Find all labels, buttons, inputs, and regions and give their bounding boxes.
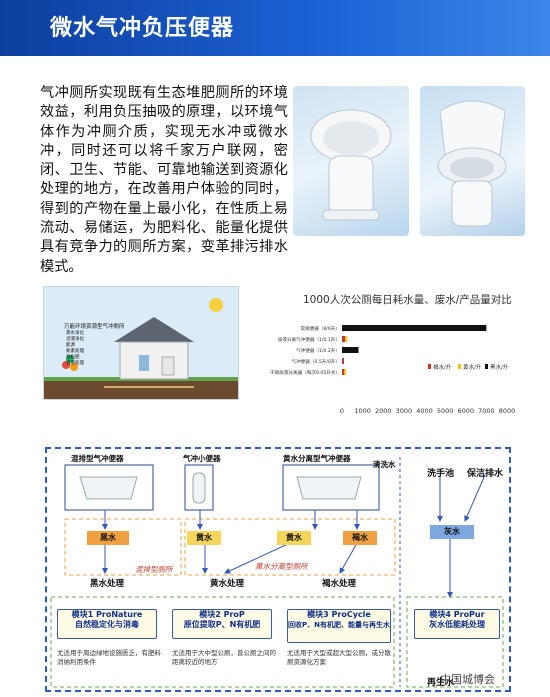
- illustration-item: 能源: [66, 343, 75, 348]
- x-tick-label: 5000: [437, 407, 454, 415]
- legend-label: 黑水/升: [490, 363, 509, 371]
- x-tick-label: 4000: [416, 407, 433, 415]
- page-title: 微水气冲负压便器: [50, 16, 235, 41]
- grey-water-box: 灰水: [430, 525, 474, 539]
- illustration-item: 粪水净化: [66, 331, 84, 336]
- module-4-title: 模块4 ProPur: [429, 610, 485, 619]
- module-2-subtitle: 原位提取P、N有机肥: [183, 620, 261, 629]
- mixed-toilet-label: 混排型厕所: [135, 565, 173, 574]
- bar-黑水/升: [342, 347, 359, 353]
- illustration-caption: 万能环境资源型气冲厕所: [64, 324, 125, 330]
- legend-label: 黄水/升: [463, 363, 482, 371]
- header-banner: 微水气冲负压便器: [0, 0, 550, 56]
- legend-label: 褐水/升: [433, 363, 452, 371]
- module-3-desc: 尤适用于大型或超大型公厕，或分散厕资源化方案: [287, 649, 391, 666]
- bar-黑水/升: [342, 325, 487, 331]
- cleaning-drain-label: 保洁排水: [467, 469, 504, 479]
- toilet-urinal-label: 气冲小便器: [183, 454, 221, 463]
- toilet-photo-open: [420, 86, 525, 236]
- x-tick-label: 8000: [499, 407, 516, 415]
- toilet-system-illustration: 万能环境资源型气冲厕所 粪水净化 沼液净化 能源 氮素处理 有机肥 沼渣处理: [43, 286, 239, 400]
- module-4-subtitle: 灰水低能耗处理: [429, 620, 485, 629]
- x-tick-label: 0: [340, 407, 344, 415]
- module-1-desc: 尤适用于周边绿地设施匮乏，有肥料消纳利用条件: [57, 649, 161, 666]
- brown-water-box: 褐水: [343, 531, 377, 545]
- bar-黄水/升: [344, 369, 346, 375]
- toilet-separate-label: 黄水分离型气冲便器: [283, 454, 351, 463]
- bar-褐水/升: [342, 369, 344, 375]
- intro-text: 气冲厕所实现既有生态堆肥厕所的环境效益，利用负压抽吸的原理，以环境气体作为冲厕介…: [40, 85, 288, 275]
- category-label: 常规便器（8/6升）: [300, 325, 340, 332]
- x-tick-label: 2000: [375, 407, 392, 415]
- clean-water-label: 清洗水: [373, 460, 396, 469]
- legend-swatch: [485, 364, 488, 369]
- bar-褐水/升: [342, 358, 344, 364]
- legend-swatch: [428, 364, 431, 369]
- chart-title: 1000人次公厕每日耗水量、废水/产品量对比: [303, 294, 512, 306]
- x-tick-label: 3000: [396, 407, 413, 415]
- module-3-title: 模块3 ProCycle: [307, 610, 371, 619]
- x-tick-label: 6000: [457, 407, 474, 415]
- category-label: 干厕尿液分离器（每次0.05升水）: [270, 369, 340, 376]
- module-2-desc: 尤适用于大中型公厕，普公厕之间的距离较近的地方: [172, 649, 276, 666]
- module-1-subtitle: 自然稳定化与消毒: [75, 620, 139, 629]
- toilet-photo-closed: [293, 86, 409, 236]
- washbasin-label: 洗手池: [427, 469, 455, 479]
- module-1-title: 模块1 ProNature: [71, 610, 143, 619]
- legend-swatch: [458, 364, 461, 369]
- process-flow-diagram: 混排型气冲便器 气冲小便器 黄水分离型气冲便器 清洗水 洗手池 保洁排水 黑水 …: [45, 447, 511, 692]
- module-3-box: 模块3 ProCycle 回收P、N有机肥、能量与再生水: [287, 609, 391, 643]
- category-label: 气冲便器（1/0.2升）: [296, 347, 340, 354]
- bar-褐水/升: [342, 336, 346, 342]
- watermark: 中国城博会: [440, 673, 495, 686]
- reuse-water-label: 再生水: [427, 678, 455, 688]
- module-4-box: 模块4 ProPur 灰水低能耗处理: [414, 609, 500, 639]
- black-water-box: 黑水: [87, 531, 129, 545]
- x-tick-label: 7000: [478, 407, 495, 415]
- module-2-box: 模块2 ProP 原位提取P、N有机肥: [172, 609, 272, 639]
- module-3-subtitle: 回收P、N有机肥、能量与再生水: [288, 621, 390, 629]
- brown-water-treatment: 褐水处理: [321, 579, 356, 589]
- module-1-box: 模块1 ProNature 自然稳定化与消毒: [57, 609, 157, 639]
- black-water-treatment: 黑水处理: [89, 579, 124, 589]
- illustration-item: 沼渣处理: [66, 361, 84, 366]
- separate-toilet-label: 黄水分离型厕所: [255, 562, 308, 571]
- x-tick-label: 1000: [354, 407, 371, 415]
- module-2-title: 模块2 ProP: [199, 610, 245, 619]
- illustration-item: 氮素处理: [66, 349, 84, 354]
- yellow-water-box: 黄水: [277, 531, 311, 545]
- illustration-item: 有机肥: [66, 355, 80, 360]
- toilet-mixed-label: 混排型气冲便器: [71, 454, 124, 463]
- illustration-item: 沼液净化: [66, 337, 84, 342]
- category-label: 尿液分离气冲便器（1/0.1升）: [278, 336, 340, 343]
- yellow-water-box: 黄水: [187, 531, 221, 545]
- bar-黄水/升: [345, 336, 348, 342]
- yellow-water-treatment: 黄水处理: [209, 579, 244, 589]
- category-label: 气冲便器（0.5升/0升）: [291, 358, 340, 365]
